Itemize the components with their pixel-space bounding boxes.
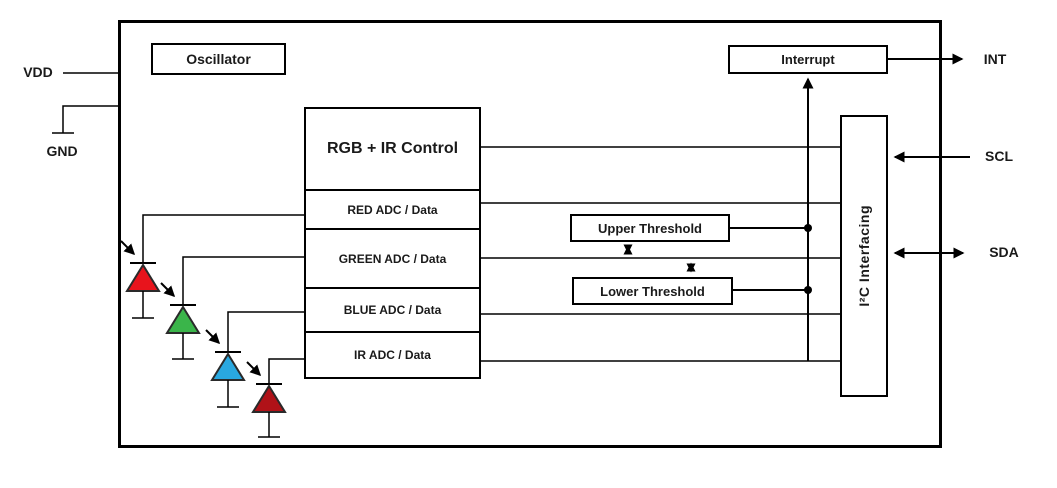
lower-threshold-block: Lower Threshold (572, 277, 733, 305)
interrupt-block: Interrupt (728, 45, 888, 74)
gnd-lead-wire (52, 105, 118, 134)
light-arrow-icon (120, 240, 136, 256)
red-adc-label: RED ADC / Data (347, 202, 438, 217)
ir-adc-block: IR ADC / Data (306, 331, 479, 377)
rgb-ir-control-label: RGB + IR Control (326, 140, 459, 157)
wire-blue-diode-input (227, 311, 304, 351)
gnd-pin-label: GND (46, 143, 78, 159)
green-adc-label: GREEN ADC / Data (338, 251, 447, 266)
i2c-interfacing-block: I²C Interfacing (840, 115, 888, 397)
vdd-pin-label: VDD (23, 64, 53, 80)
wire-red-diode-input (142, 214, 304, 262)
interrupt-label: Interrupt (781, 52, 835, 67)
i2c-interfacing-label: I²C Interfacing (856, 205, 872, 307)
light-arrow-icon (160, 282, 176, 298)
green-adc-block: GREEN ADC / Data (306, 228, 479, 287)
red-adc-block: RED ADC / Data (306, 189, 479, 228)
upper-threshold-block: Upper Threshold (570, 214, 730, 242)
diode-ground (217, 380, 239, 408)
light-arrow-icon (205, 329, 221, 345)
int-pin-label: INT (983, 51, 1007, 67)
wire-ir-diode-input (268, 358, 304, 383)
junction-dot-upper (804, 224, 812, 232)
oscillator-label: Oscillator (186, 51, 251, 67)
lower-threshold-label: Lower Threshold (600, 283, 705, 299)
sda-pin-label: SDA (989, 244, 1019, 260)
ir-adc-label: IR ADC / Data (354, 348, 431, 362)
green-photodiode (160, 282, 201, 360)
wire-green-diode-input (182, 256, 304, 304)
blue-adc-block: BLUE ADC / Data (306, 287, 479, 331)
red-photodiode (120, 240, 161, 319)
ir-photodiode (246, 361, 287, 438)
blue-adc-label: BLUE ADC / Data (343, 303, 442, 317)
diode-ground (172, 333, 194, 360)
diode-ground (132, 291, 154, 319)
scl-pin-label: SCL (985, 148, 1013, 164)
oscillator-block: Oscillator (151, 43, 286, 75)
junction-dot-lower (804, 286, 812, 294)
rgb-ir-control-block: RGB + IR Control (306, 109, 479, 189)
upper-threshold-label: Upper Threshold (597, 220, 702, 236)
adc-stack-block: RGB + IR Control RED ADC / Data GREEN AD… (304, 107, 481, 379)
light-arrow-icon (246, 361, 262, 377)
chip-boundary (118, 20, 942, 448)
diode-ground (258, 412, 280, 438)
blue-photodiode (205, 329, 246, 408)
